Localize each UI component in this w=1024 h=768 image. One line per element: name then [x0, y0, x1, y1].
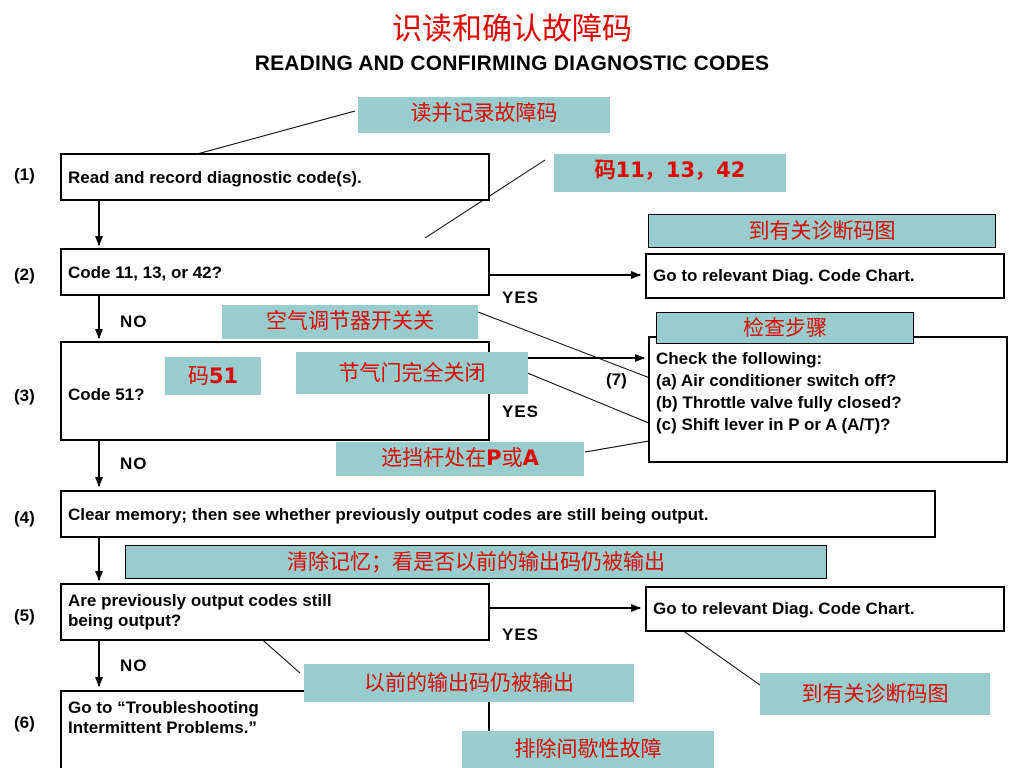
step-text-6-line1: Go to “Troubleshooting	[68, 698, 259, 717]
step-text-4: Clear memory; then see whether previousl…	[68, 505, 709, 524]
cn-shift-a: A	[522, 446, 539, 470]
step-number-5: (5)	[14, 606, 35, 625]
yes-label-5: YES	[502, 625, 540, 644]
step-text-6-line2: Intermittent Problems.”	[68, 718, 257, 737]
goto-chart-box-2: Go to relevant Diag. Code Chart.	[645, 586, 1005, 632]
cn-label-goto-chart-2: 到有关诊断码图	[760, 673, 990, 715]
cn-label-codes-11-13-42: 码11，13，42	[554, 154, 786, 192]
cn-label-intermittent: 排除间歇性故障	[462, 731, 714, 768]
cn-code51-prefix: 码	[187, 364, 209, 388]
leader-read-record	[174, 110, 356, 161]
goto-chart-text-1: Go to relevant Diag. Code Chart.	[653, 266, 915, 285]
check-title: Check the following:	[656, 349, 823, 368]
check-item-c: (c) Shift lever in P or A (A/T)?	[656, 415, 891, 434]
step-text-3: Code 51?	[68, 385, 145, 404]
step-box-1: Read and record diagnostic code(s).	[60, 153, 490, 201]
cn-label-prev-output: 以前的输出码仍被输出	[304, 664, 634, 702]
check-box: Check the following: (a) Air conditioner…	[648, 336, 1008, 463]
step-number-7: (7)	[606, 370, 627, 389]
yes-label-2: YES	[502, 288, 540, 307]
title-chinese: 识读和确认故障码	[392, 12, 632, 47]
check-item-a: (a) Air conditioner switch off?	[656, 371, 897, 390]
goto-chart-box-1: Go to relevant Diag. Code Chart.	[645, 253, 1005, 299]
cn-codes-text: 码11，13，42	[594, 158, 746, 182]
cn-label-clear-memory: 清除记忆；看是否以前的输出码仍被输出	[125, 545, 827, 579]
leader-shift	[584, 439, 656, 453]
no-label-3: NO	[120, 454, 148, 473]
yes-label-3: YES	[502, 402, 540, 421]
no-label-5: NO	[120, 656, 148, 675]
step-box-6: Go to “Troubleshooting Intermittent Prob…	[60, 690, 490, 768]
cn-shift-p: P	[486, 446, 502, 470]
cn-label-goto-chart-1: 到有关诊断码图	[648, 214, 996, 248]
cn-label-ac-switch-off: 空气调节器开关关	[222, 305, 478, 339]
cn-shift-or: 或	[501, 446, 523, 470]
leader-ac-switch	[477, 311, 651, 379]
no-label-2: NO	[120, 312, 148, 331]
cn-shift-prefix: 选挡杆处在	[381, 446, 487, 470]
step-number-3: (3)	[14, 386, 35, 405]
step-text-5-line1: Are previously output codes still	[68, 591, 332, 610]
step-box-4: Clear memory; then see whether previousl…	[60, 490, 936, 538]
step-number-4: (4)	[14, 508, 35, 527]
goto-chart-text-2: Go to relevant Diag. Code Chart.	[653, 599, 915, 618]
leader-throttle	[524, 371, 657, 427]
check-item-b: (b) Throttle valve fully closed?	[656, 393, 902, 412]
step-box-2: Code 11, 13, or 42?	[60, 248, 490, 296]
step-number-2: (2)	[14, 265, 35, 284]
cn-label-check-steps: 检查步骤	[656, 312, 914, 344]
step-text-5-line2: being output?	[68, 611, 182, 630]
cn-label-shift-lever: 选挡杆处在P或A	[336, 442, 584, 476]
step-text-2: Code 11, 13, or 42?	[68, 263, 223, 282]
step-box-5: Are previously output codes still being …	[60, 583, 490, 641]
title-english: READING AND CONFIRMING DIAGNOSTIC CODES	[254, 52, 770, 75]
cn-label-read-record: 读并记录故障码	[358, 97, 610, 133]
step-number-1: (1)	[14, 165, 35, 184]
cn-code51-num: 51	[208, 364, 239, 388]
cn-label-code51: 码51	[165, 357, 261, 395]
cn-label-throttle-closed: 节气门完全关闭	[296, 352, 528, 394]
step-text-1: Read and record diagnostic code(s).	[68, 168, 362, 187]
step-number-6: (6)	[14, 713, 35, 732]
